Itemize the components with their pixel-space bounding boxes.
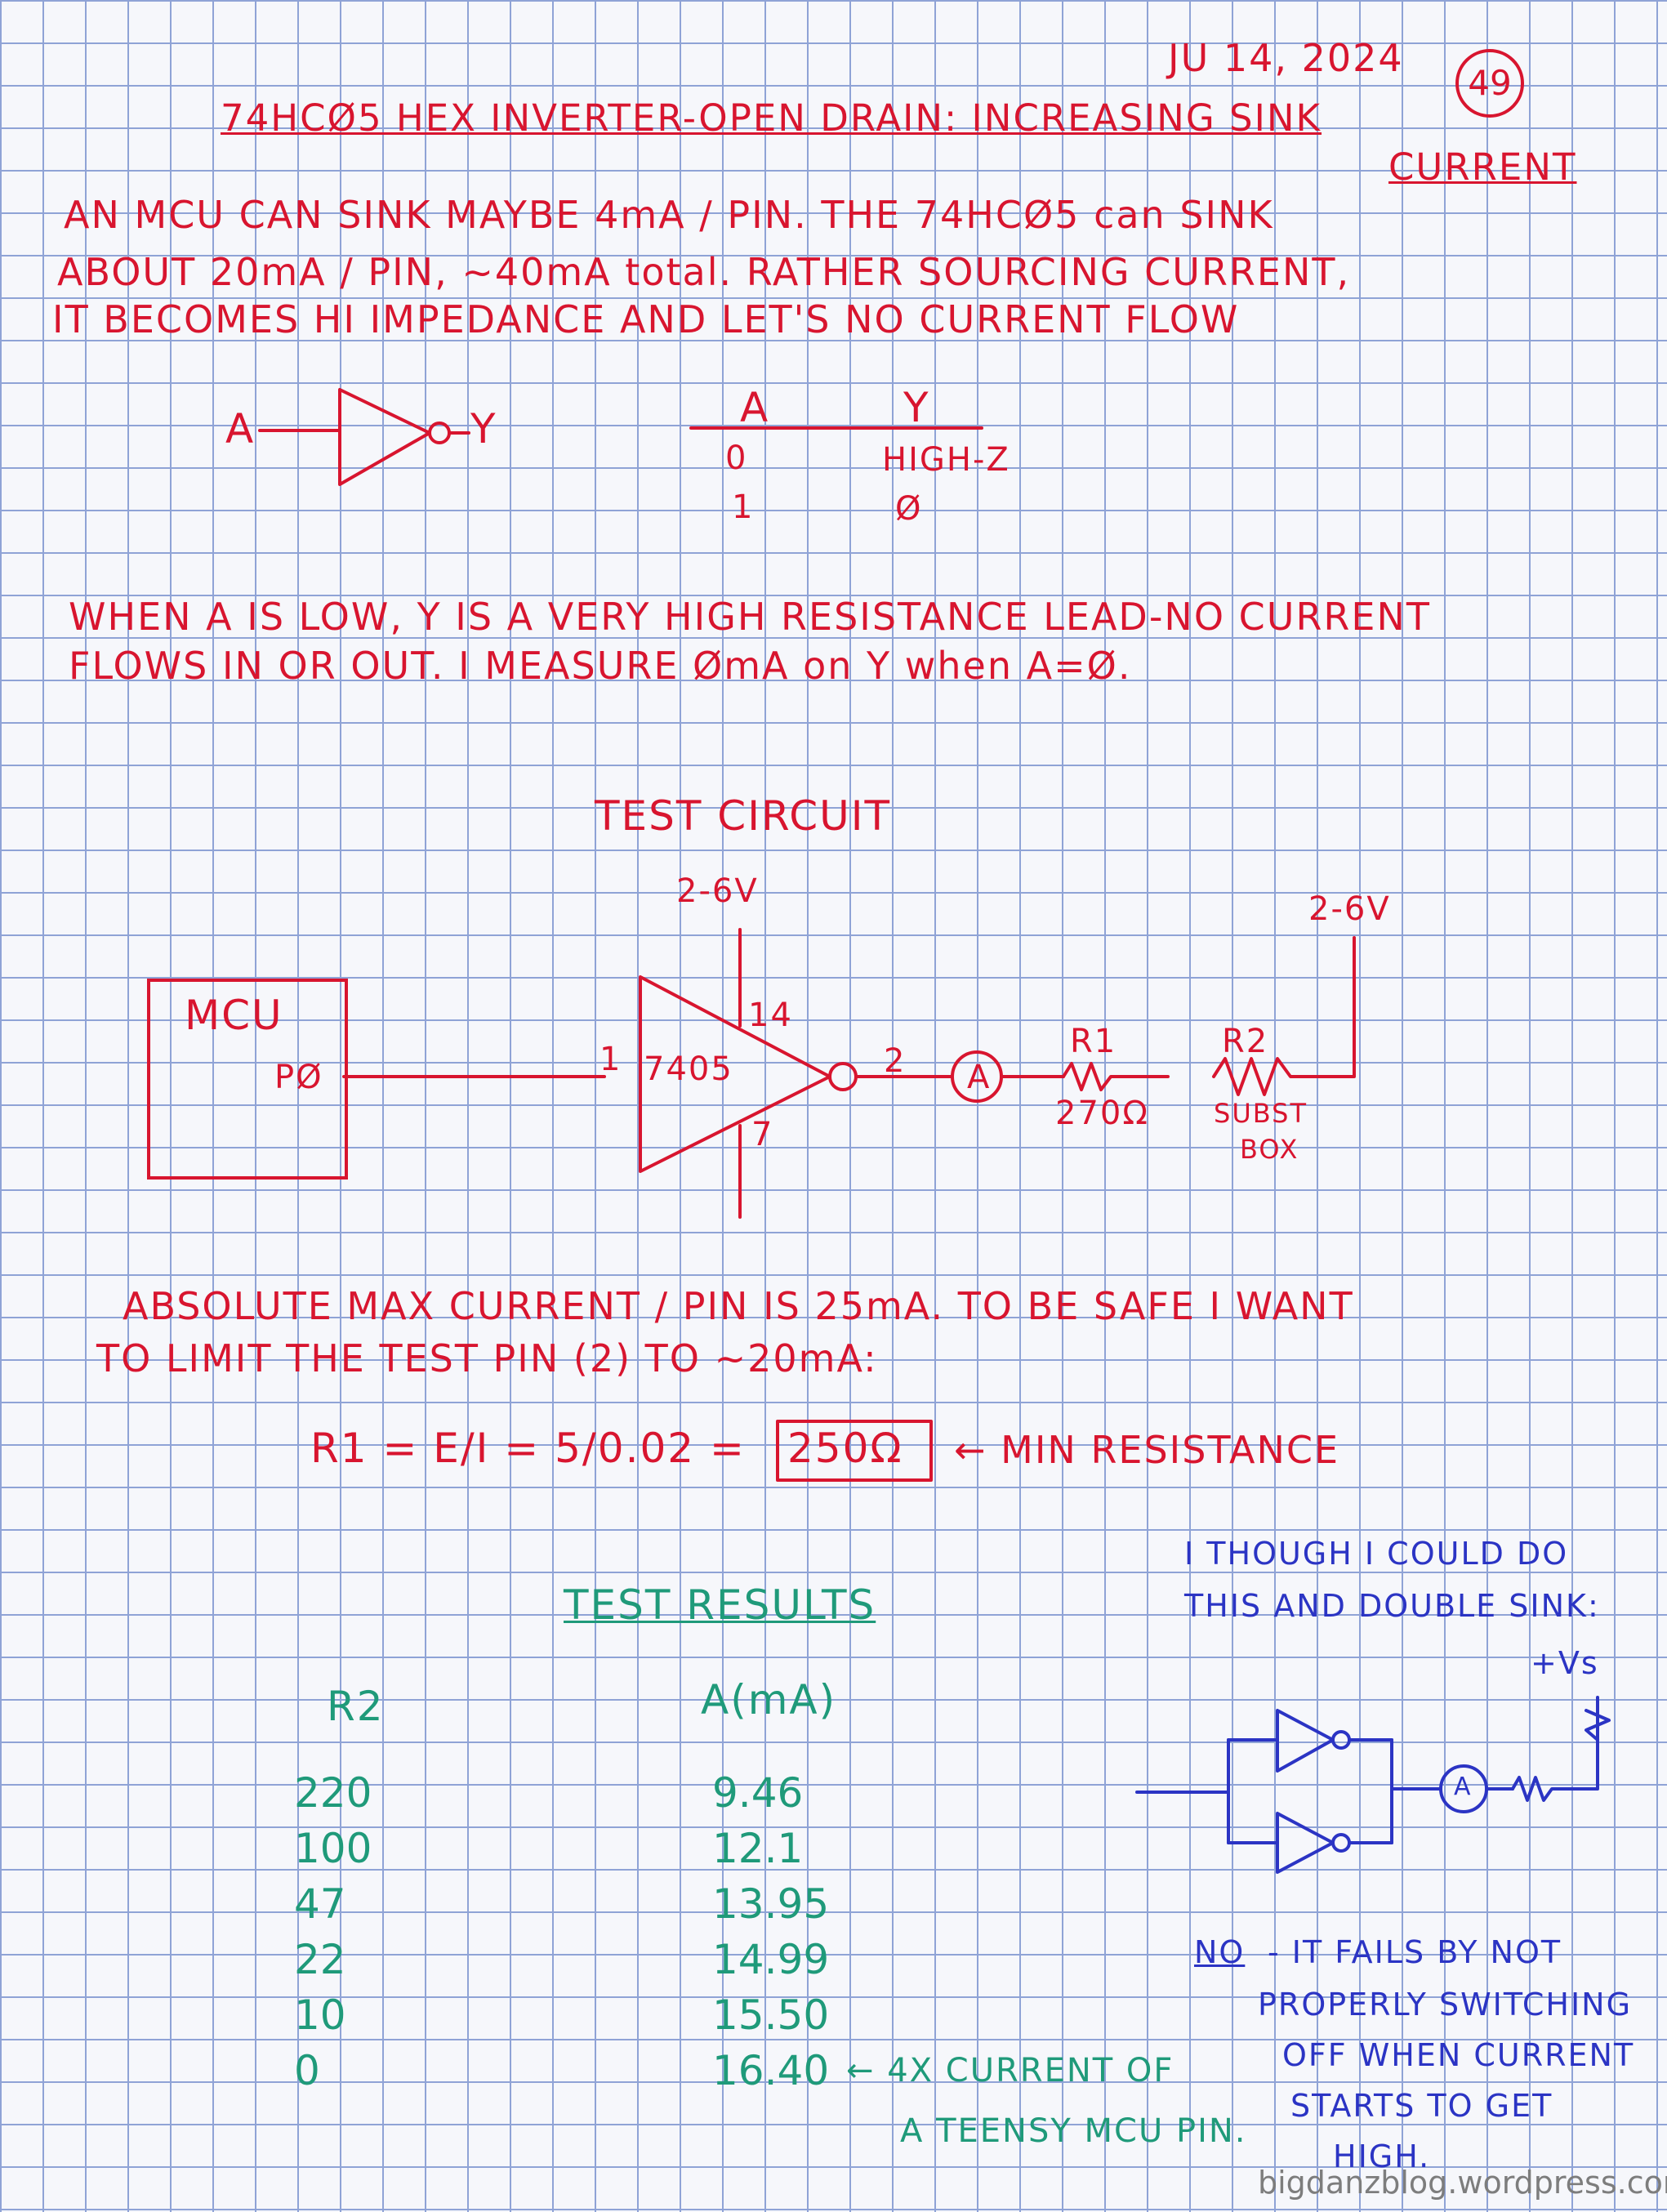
resistor-result-note: ← MIN RESISTANCE bbox=[954, 1428, 1340, 1472]
r2-value-line-2: BOX bbox=[1240, 1134, 1299, 1165]
r1-value: 270Ω bbox=[1055, 1095, 1149, 1132]
results-r2-value: 22 bbox=[294, 1936, 346, 1983]
results-r2-value: 220 bbox=[294, 1769, 372, 1817]
gate-output-label: Y bbox=[470, 405, 497, 453]
mcu-label: MCU bbox=[185, 992, 283, 1039]
gate-input-label: A bbox=[225, 405, 256, 453]
limits-line-2: TO LIMIT THE TEST PIN (2) TO ~20mA: bbox=[96, 1336, 878, 1380]
truth-table-header-a: A bbox=[740, 384, 770, 431]
results-a-value: 14.99 bbox=[712, 1936, 830, 1983]
aside-verdict-line-4: STARTS TO GET bbox=[1290, 2088, 1553, 2124]
mcu-box bbox=[147, 979, 348, 1180]
results-title: TEST RESULTS bbox=[564, 1581, 876, 1629]
intro-line-2: ABOUT 20mA / PIN, ~40mA total. RATHER SO… bbox=[57, 250, 1351, 294]
truth-table-row2-a: 1 bbox=[732, 488, 755, 526]
aside-verdict-line-3: OFF WHEN CURRENT bbox=[1282, 2037, 1635, 2073]
ammeter-label: A bbox=[967, 1059, 992, 1096]
aside-line-1: I THOUGH I COULD DO bbox=[1184, 1536, 1569, 1572]
aside-ammeter-label: A bbox=[1454, 1773, 1471, 1801]
r2-value-line-1: SUBST bbox=[1214, 1098, 1308, 1129]
truth-table-row1-y: HIGH-Z bbox=[882, 441, 1010, 479]
mcu-pin-label: PØ bbox=[274, 1059, 323, 1096]
resistor-result: 250Ω bbox=[787, 1425, 903, 1472]
aside-verdict-line-5: HIGH. bbox=[1333, 2138, 1431, 2174]
results-r2-value: 0 bbox=[294, 2047, 320, 2094]
truth-table-row2-y: Ø bbox=[895, 490, 923, 528]
intro-line-3: IT BECOMES HI IMPEDANCE AND LET'S NO CUR… bbox=[52, 297, 1240, 341]
results-a-value: 13.95 bbox=[712, 1880, 830, 1928]
aside-verdict-line-1: - IT FAILS BY NOT bbox=[1268, 1934, 1562, 1970]
aside-line-2: THIS AND DOUBLE SINK: bbox=[1184, 1588, 1600, 1624]
results-a-value: 16.40 bbox=[712, 2047, 830, 2094]
circuit-vcc-label: 2-6V bbox=[676, 872, 759, 910]
results-a-value: 9.46 bbox=[712, 1769, 804, 1817]
results-r2-value: 100 bbox=[294, 1825, 372, 1872]
results-a-value: 12.1 bbox=[712, 1825, 804, 1872]
chip-pin-14: 14 bbox=[748, 997, 793, 1034]
results-r2-column: 220 100 47 22 10 0 bbox=[294, 1769, 372, 2094]
intro-line-1: AN MCU CAN SINK MAYBE 4mA / PIN. THE 74H… bbox=[64, 193, 1274, 237]
r1-label: R1 bbox=[1070, 1023, 1117, 1060]
aside-vs-label: +Vs bbox=[1531, 1645, 1599, 1681]
page-title: 74HCØ5 HEX INVERTER-OPEN DRAIN: INCREASI… bbox=[221, 96, 1322, 140]
page-title-continued: CURRENT bbox=[1388, 145, 1577, 189]
results-r2-value: 47 bbox=[294, 1880, 346, 1928]
truth-table-row1-a: 0 bbox=[725, 439, 748, 477]
page-date: JU 14, 2024 bbox=[1168, 36, 1404, 80]
aside-verdict-no: NO bbox=[1194, 1934, 1246, 1970]
chip-pin-2: 2 bbox=[884, 1042, 907, 1080]
results-note-line-1: ← 4X CURRENT OF bbox=[846, 2052, 1174, 2089]
circuit-title: TEST CIRCUIT bbox=[595, 792, 892, 840]
r2-label: R2 bbox=[1222, 1023, 1269, 1060]
watermark: bigdanzblog.wordpress.com bbox=[1258, 2165, 1667, 2201]
aside-verdict-line-2: PROPERLY SWITCHING bbox=[1258, 1987, 1633, 2022]
chip-label: 7405 bbox=[644, 1050, 733, 1088]
results-r2-value: 10 bbox=[294, 1991, 346, 2039]
limits-line-1: ABSOLUTE MAX CURRENT / PIN IS 25mA. TO B… bbox=[123, 1284, 1354, 1328]
results-col-a: A(mA) bbox=[701, 1676, 837, 1724]
chip-pin-7: 7 bbox=[751, 1116, 774, 1153]
results-a-column: 9.46 12.1 13.95 14.99 15.50 16.40 bbox=[712, 1769, 829, 2094]
resistor-formula: R1 = E/I = 5/0.02 = bbox=[310, 1425, 746, 1472]
results-col-r2: R2 bbox=[327, 1683, 385, 1730]
chip-pin-1: 1 bbox=[599, 1041, 622, 1078]
results-note-line-2: A TEENSY MCU PIN. bbox=[900, 2112, 1247, 2150]
page-number: 49 bbox=[1455, 49, 1524, 118]
when-low-line-1: WHEN A IS LOW, Y IS A VERY HIGH RESISTAN… bbox=[69, 595, 1431, 639]
results-a-value: 15.50 bbox=[712, 1991, 830, 2039]
truth-table-header-y: Y bbox=[903, 384, 930, 431]
when-low-line-2: FLOWS IN OR OUT. I MEASURE ØmA on Y when… bbox=[69, 644, 1132, 688]
circuit-vs-label: 2-6V bbox=[1308, 890, 1391, 928]
